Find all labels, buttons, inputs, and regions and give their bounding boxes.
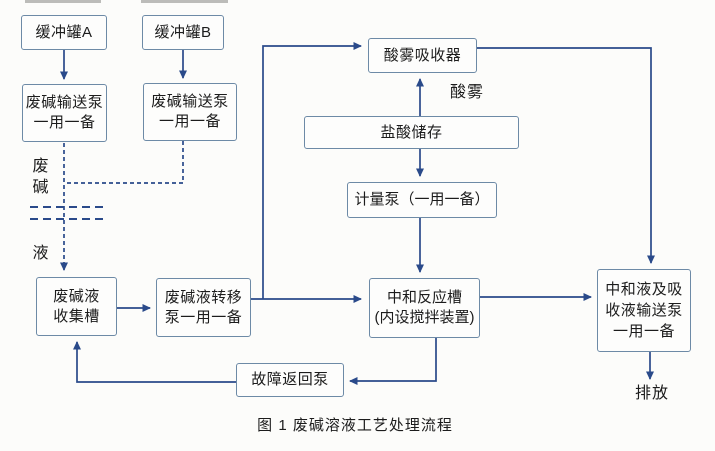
- node-buffer-tank-a: 缓冲罐A: [21, 15, 107, 50]
- label-discharge: 排放: [634, 385, 669, 402]
- node-collection-tank: 废碱液 收集槽: [36, 277, 117, 336]
- scan-artifact: [141, 0, 228, 3]
- edge-pumpB-to-collection-dashed: [64, 141, 184, 184]
- edge-neutraltank-to-faultpump: [349, 338, 437, 385]
- figure-caption: 图 1 废碱溶液工艺处理流程: [257, 417, 453, 434]
- node-waste-alkali-pump-a: 废碱输送泵 一用一备: [22, 84, 107, 142]
- node-transfer-pump: 废碱液转移 泵一用一备: [156, 278, 251, 337]
- label-waste-alkali: 废 碱: [32, 158, 50, 196]
- label-acid-mist: 酸雾: [449, 84, 484, 101]
- edge-absorber-to-outputpump: [477, 47, 655, 264]
- node-output-pump: 中和液及吸 收液输送泵 一用一备: [597, 269, 691, 352]
- node-fault-return-pump: 故障返回泵: [236, 363, 344, 397]
- node-acid-mist-absorber: 酸雾吸收器: [368, 38, 477, 73]
- edge-faultpump-to-collection: [73, 341, 236, 383]
- node-metering-pump: 计量泵（一用一备）: [347, 182, 497, 218]
- node-waste-alkali-pump-b: 废碱输送泵 一用一备: [143, 83, 237, 141]
- node-hcl-storage: 盐酸储存: [304, 116, 519, 149]
- edge-transferpump-to-absorber: [262, 42, 362, 299]
- label-liquid: 液: [32, 245, 50, 262]
- node-buffer-tank-b: 缓冲罐B: [142, 15, 224, 50]
- scan-artifact: [25, 0, 101, 3]
- node-neutralization-tank: 中和反应槽 (内设搅拌装置): [369, 278, 480, 338]
